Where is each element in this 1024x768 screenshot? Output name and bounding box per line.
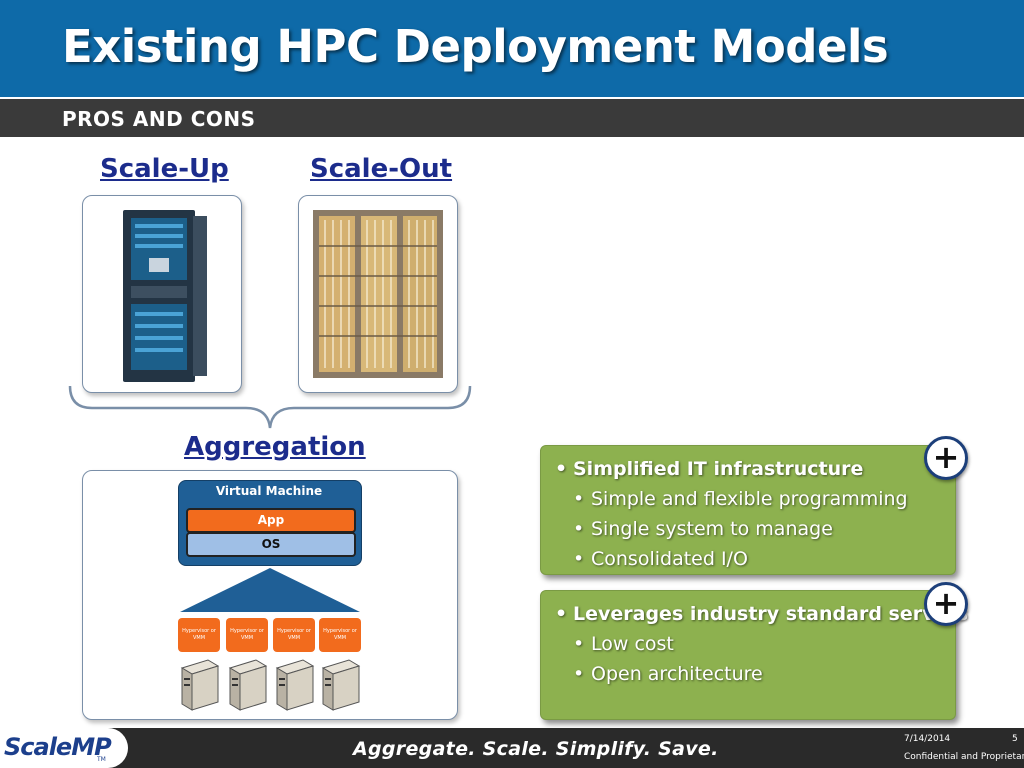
slide-title: Existing HPC Deployment Models (62, 20, 889, 73)
pro-item: Single system to manage (573, 514, 908, 544)
title-bar (0, 0, 1024, 97)
app-layer: App (186, 508, 356, 533)
pro-heading: Leverages industry standard servers (555, 599, 968, 629)
logo-badge (0, 728, 128, 768)
scale-up-label: Scale-Up (100, 154, 229, 184)
scale-out-label: Scale-Out (310, 154, 453, 184)
page-number: 5 (1012, 734, 1018, 744)
pros-list: Leverages industry standard servers Low … (555, 599, 968, 689)
pros-box-infrastructure: Simplified IT infrastructure Simple and … (540, 445, 956, 575)
hypervisor-box: Hypervisor or VMM (273, 618, 315, 652)
pro-heading: Simplified IT infrastructure (555, 454, 908, 484)
server-icon (275, 659, 315, 711)
footer-date: 7/14/2014 (904, 734, 951, 744)
footer-tagline: Aggregate. Scale. Simplify. Save. (353, 738, 719, 760)
scale-up-frame (82, 195, 242, 393)
server-icon (180, 659, 220, 711)
pro-item: Simple and flexible programming (573, 484, 908, 514)
vm-title: Virtual Machine (215, 484, 323, 498)
brace-icon (68, 385, 472, 429)
server-icon (228, 659, 268, 711)
server-rack-image (123, 210, 207, 382)
hypervisor-box: Hypervisor or VMM (178, 618, 220, 652)
scale-out-frame (298, 195, 458, 393)
scalemp-logo: ScaleMP (4, 733, 112, 761)
cable-rack-image (313, 210, 443, 378)
pro-item: Open architecture (573, 659, 968, 689)
pros-list: Simplified IT infrastructure Simple and … (555, 454, 908, 574)
plus-icon: + (924, 582, 968, 626)
server-icon (321, 659, 361, 711)
plus-icon: + (924, 436, 968, 480)
pro-item: Low cost (573, 629, 968, 659)
subtitle-bar (0, 99, 1024, 137)
hypervisor-box: Hypervisor or VMM (226, 618, 268, 652)
pro-item: Consolidated I/O (573, 544, 908, 574)
pyramid-shape (180, 568, 360, 612)
confidential-notice: Confidential and Proprietary (904, 752, 1024, 762)
slide-subtitle: PROS AND CONS (62, 107, 256, 131)
footer-bar (0, 728, 1024, 768)
os-layer: OS (186, 532, 356, 557)
aggregation-label: Aggregation (184, 432, 366, 462)
trademark-mark: TM (97, 756, 106, 763)
pros-box-standard-servers: Leverages industry standard servers Low … (540, 590, 968, 720)
hypervisor-box: Hypervisor or VMM (319, 618, 361, 652)
